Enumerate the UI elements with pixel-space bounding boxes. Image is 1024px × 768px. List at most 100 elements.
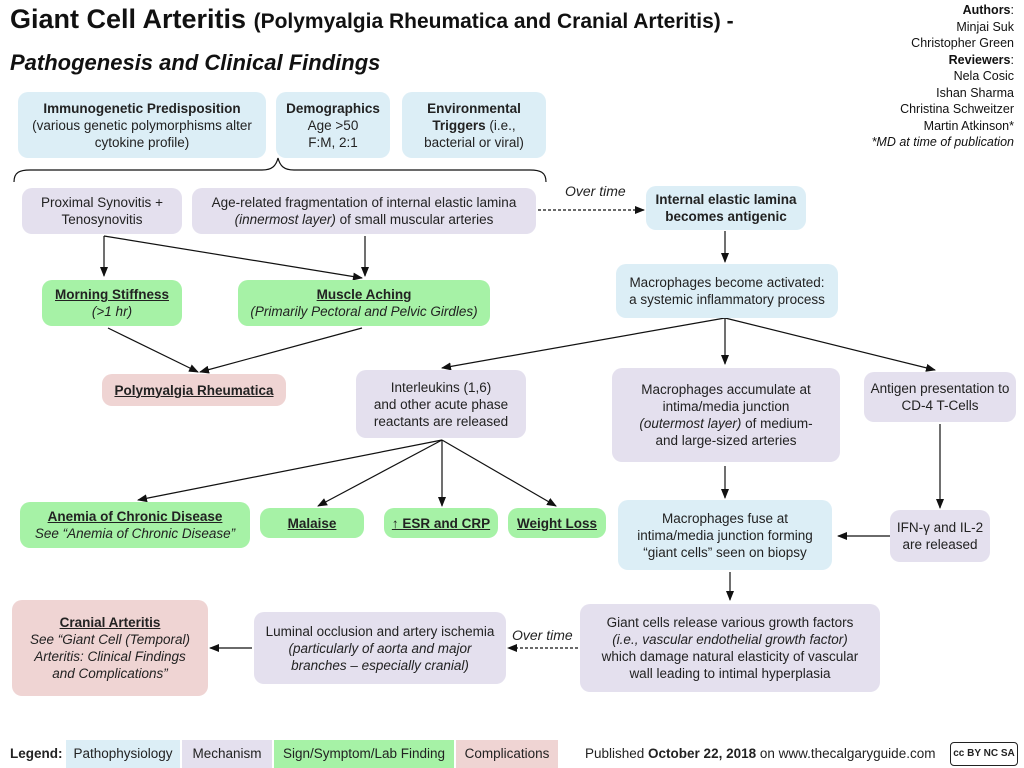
node-text: Macrophages become activated: <box>629 275 825 290</box>
node-text: (i.e., <box>485 117 516 133</box>
node-text: reactants are released <box>373 413 509 429</box>
reviewer-name: Ishan Sharma <box>936 85 1014 100</box>
node-text: Tenosynovitis <box>61 212 143 227</box>
node-text: Giant cells release various growth facto… <box>606 615 854 630</box>
node-title: Muscle Aching <box>316 287 412 302</box>
node-text: “giant cells” seen on biopsy <box>643 544 807 560</box>
node-text: Luminal occlusion and artery ischemia <box>265 623 495 639</box>
legend-complications: Complications <box>456 740 558 768</box>
node-text: (>1 hr) <box>91 304 133 319</box>
legend-sign-symptom: Sign/Symptom/Lab Finding <box>274 740 454 768</box>
node-text: See “Anemia of Chronic Disease” <box>34 526 236 541</box>
node-macrophages-accumulate: Macrophages accumulate at intima/media j… <box>612 368 840 462</box>
node-text: Macrophages accumulate at <box>641 382 811 397</box>
node-text: are released <box>902 537 978 552</box>
authors-heading: Authors <box>962 3 1011 17</box>
node-text: Age >50 <box>307 117 359 133</box>
legend-label: Legend: <box>10 746 63 761</box>
node-muscle-aching: Muscle Aching (Primarily Pectoral and Pe… <box>238 280 490 326</box>
node-text: Proximal Synovitis + <box>41 195 163 210</box>
node-title: Demographics <box>286 100 380 116</box>
node-text-italic: (innermost layer) <box>234 212 336 227</box>
node-text: wall leading to intimal hyperplasia <box>629 666 831 681</box>
node-text: intima/media junction forming <box>637 527 813 543</box>
node-title: Triggers <box>432 117 486 133</box>
node-esr-crp: ↑ ESR and CRP <box>384 508 498 538</box>
reviewer-name: Martin Atkinson* <box>923 118 1014 133</box>
node-malaise: Malaise <box>260 508 364 538</box>
legend-bar: Legend: Pathophysiology Mechanism Sign/S… <box>0 740 1024 768</box>
reviewer-name: Nela Cosic <box>953 69 1014 83</box>
node-text: Internal elastic lamina becomes antigeni… <box>655 192 797 224</box>
node-text: Macrophages fuse at <box>661 510 789 526</box>
node-ifn-il2-released: IFN-γ and IL-2 are released <box>890 510 990 562</box>
node-text: (Primarily Pectoral and Pelvic Girdles) <box>250 304 478 319</box>
author-name: Minjai Suk <box>956 19 1014 34</box>
node-title: Immunogenetic Predisposition <box>43 100 241 116</box>
node-demographics: Demographics Age >50 F:M, 2:1 <box>276 92 390 158</box>
node-text: F:M, 2:1 <box>308 134 358 150</box>
page-title: Giant Cell Arteritis (Polymyalgia Rheuma… <box>10 4 734 35</box>
node-text: bacterial or viral) <box>424 134 524 150</box>
reviewer-name: Christina Schweitzer <box>900 102 1014 116</box>
published-info: Published October 22, 2018 on www.thecal… <box>585 740 935 768</box>
node-environmental-triggers: Environmental Triggers (i.e., bacterial … <box>402 92 546 158</box>
node-text: of medium- <box>741 416 813 431</box>
node-text: a systemic inflammatory process <box>629 292 825 307</box>
published-suffix: on www.thecalgaryguide.com <box>756 746 936 761</box>
creative-commons-icon: cc BY NC SA <box>950 742 1018 766</box>
over-time-label: Over time <box>565 183 626 199</box>
node-text: (particularly of aorta and major <box>288 640 472 656</box>
node-text: intima/media junction <box>662 399 790 414</box>
node-title: Weight Loss <box>516 515 597 531</box>
published-prefix: Published <box>585 746 649 761</box>
node-text-italic: (outermost layer) <box>639 416 742 431</box>
over-time-label: Over time <box>512 627 573 643</box>
node-text: (various genetic polymorphisms alter cyt… <box>32 117 252 150</box>
node-text: Age-related fragmentation of internal el… <box>211 195 517 210</box>
node-text: Arteritis: Clinical Findings <box>34 649 186 664</box>
authors-note: *MD at time of publication <box>871 135 1014 149</box>
node-title: Anemia of Chronic Disease <box>47 509 223 524</box>
node-luminal-occlusion: Luminal occlusion and artery ischemia (p… <box>254 612 506 684</box>
node-giant-cells-growth-factors: Giant cells release various growth facto… <box>580 604 880 692</box>
title-subtitle: (Polymyalgia Rheumatica and Cranial Arte… <box>253 10 734 33</box>
node-text: branches – especially cranial) <box>291 657 469 673</box>
node-internal-elastic-lamina-antigenic: Internal elastic lamina becomes antigeni… <box>646 186 806 230</box>
node-text: which damage natural elasticity of vascu… <box>601 649 859 664</box>
node-age-related-fragmentation: Age-related fragmentation of internal el… <box>192 188 536 234</box>
node-polymyalgia-rheumatica: Polymyalgia Rheumatica <box>102 374 286 406</box>
node-title: Environmental <box>427 100 521 116</box>
node-text: and Complications” <box>52 666 168 681</box>
node-text: (i.e., vascular endothelial growth facto… <box>612 632 848 647</box>
node-interleukins-released: Interleukins (1,6) and other acute phase… <box>356 370 526 438</box>
node-title: Polymyalgia Rheumatica <box>114 382 274 398</box>
node-immunogenetic-predisposition: Immunogenetic Predisposition (various ge… <box>18 92 266 158</box>
node-macrophages-activated: Macrophages become activated: a systemic… <box>616 264 838 318</box>
node-text: and large-sized arteries <box>655 433 797 448</box>
node-title: ↑ ESR and CRP <box>391 515 491 531</box>
node-text: Interleukins (1,6) <box>390 379 492 395</box>
legend-mechanism: Mechanism <box>182 740 272 768</box>
node-macrophages-fuse: Macrophages fuse at intima/media junctio… <box>618 500 832 570</box>
node-title: Morning Stiffness <box>55 287 169 302</box>
published-date: October 22, 2018 <box>648 746 757 761</box>
title-main: Giant Cell Arteritis <box>10 4 247 34</box>
node-text: See “Giant Cell (Temporal) <box>29 632 191 647</box>
author-name: Christopher Green <box>911 36 1014 50</box>
node-title: Cranial Arteritis <box>59 615 161 630</box>
node-text: Antigen presentation to CD-4 T-Cells <box>870 381 1010 413</box>
node-text: of small muscular arteries <box>335 212 494 227</box>
node-antigen-presentation: Antigen presentation to CD-4 T-Cells <box>864 372 1016 422</box>
node-text: IFN-γ and IL-2 <box>896 520 984 535</box>
node-weight-loss: Weight Loss <box>508 508 606 538</box>
node-text: and other acute phase <box>373 396 509 412</box>
node-cranial-arteritis: Cranial Arteritis See “Giant Cell (Tempo… <box>12 600 208 696</box>
legend-pathophysiology: Pathophysiology <box>66 740 180 768</box>
node-title: Malaise <box>287 515 337 531</box>
node-morning-stiffness: Morning Stiffness (>1 hr) <box>42 280 182 326</box>
node-anemia-chronic-disease: Anemia of Chronic Disease See “Anemia of… <box>20 502 250 548</box>
reviewers-heading: Reviewers <box>948 52 1011 67</box>
authors-block: Authors: Minjai Suk Christopher Green Re… <box>774 2 1014 151</box>
